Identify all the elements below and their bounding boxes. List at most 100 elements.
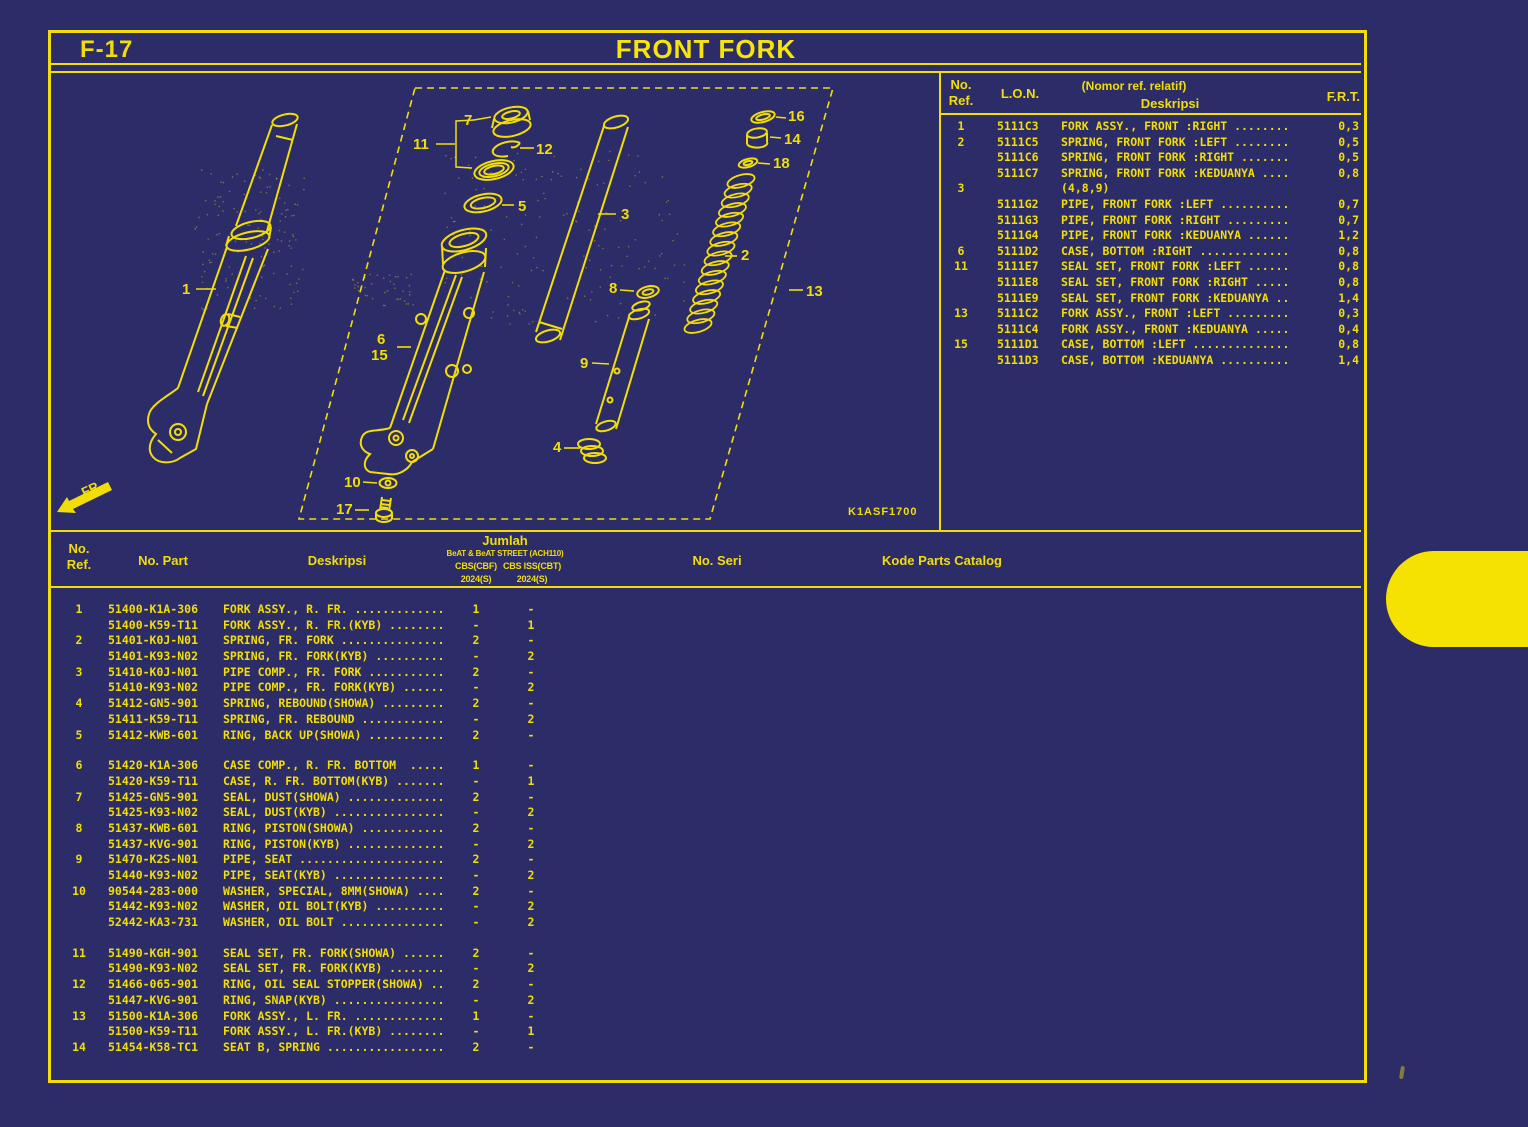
- ref-header-ref: Ref.: [948, 93, 974, 108]
- stipple-dot: [490, 317, 493, 319]
- stipple-dot: [658, 255, 661, 257]
- part-number-cell: 90544-283-000: [108, 883, 199, 898]
- qty-cbs-cell: 2: [472, 1039, 480, 1054]
- qty-cbs-iss-cell: -: [527, 883, 535, 898]
- stipple-dot: [575, 220, 578, 223]
- stipple-dot: [599, 269, 602, 271]
- stipple-dot: [303, 177, 306, 180]
- desc-cell: SEAL SET, FRONT FORK :LEFT ......: [1061, 259, 1290, 274]
- stipple-dot: [575, 176, 578, 179]
- description-cell: PIPE COMP., FR. FORK(KYB) ......: [223, 680, 445, 695]
- stipple-dot: [269, 185, 271, 188]
- stipple-dot: [483, 205, 486, 207]
- spring-coil: [726, 173, 756, 189]
- stipple-dot: [643, 266, 646, 268]
- fork-pipe-illustration: [534, 114, 630, 344]
- stipple-dot: [219, 196, 222, 198]
- part-number-cell: 51420-K1A-306: [108, 758, 199, 773]
- qty-cbs-cell: -: [472, 899, 480, 914]
- frt-cell: 0,5: [1338, 150, 1359, 165]
- description-cell: SPRING, FR. REBOUND ............: [223, 711, 445, 726]
- frt-cell: 0,7: [1338, 212, 1359, 227]
- parts-header-part: No. Part: [138, 553, 188, 568]
- part-number-cell: 51401-K93-N02: [108, 649, 199, 664]
- lon-cell: 5111G2: [997, 196, 1039, 211]
- part-number-cell: 51410-K0J-N01: [108, 664, 199, 679]
- qty-cbs-iss-cell: 1: [527, 617, 535, 632]
- stipple-dot: [513, 159, 515, 162]
- stipple-dot: [393, 283, 395, 285]
- callout-leader-14: [769, 136, 782, 139]
- stipple-dot: [560, 175, 563, 178]
- stipple-dot: [254, 209, 257, 211]
- ref-cell: [55, 993, 103, 1009]
- ref-cell: 4: [75, 696, 83, 711]
- stipple-dot: [483, 187, 485, 190]
- stipple-dot: [295, 282, 298, 285]
- description-cell: SEAL SET, FR. FORK(KYB) ........: [223, 961, 445, 976]
- lon-cell: 5111E7: [997, 259, 1039, 274]
- stipple-dot: [539, 150, 541, 153]
- qty-cbs-cell: 2: [472, 789, 480, 804]
- part-number-cell: 51425-GN5-901: [108, 789, 199, 804]
- frt-cell: 1,4: [1338, 352, 1359, 367]
- spring-coil: [703, 250, 733, 267]
- parts-header-year2: 2024(S): [516, 574, 548, 584]
- stipple-dot: [461, 256, 464, 259]
- stipple-dot: [218, 205, 221, 208]
- stipple-dot: [450, 216, 453, 219]
- stipple-dot: [407, 303, 410, 305]
- qty-cbs-cell: 2: [472, 945, 480, 960]
- frt-cell: 0,3: [1338, 306, 1359, 321]
- ref-cell: 10: [72, 883, 86, 898]
- qty-cbs-cell: -: [472, 711, 480, 726]
- stipple-dot: [596, 184, 599, 186]
- stipple-dot: [258, 212, 260, 215]
- stipple-dot: [198, 216, 200, 219]
- ref-cell: 6: [75, 758, 83, 773]
- description-cell: FORK ASSY., L. FR. .............: [223, 1008, 445, 1023]
- stipple-dot: [388, 274, 391, 276]
- stipple-dot: [394, 275, 397, 278]
- part-number-cell: 51412-KWB-601: [108, 727, 199, 742]
- stipple-dot: [369, 273, 371, 276]
- stipple-dot: [452, 220, 455, 223]
- stipple-dot: [453, 156, 456, 159]
- stipple-dot: [278, 229, 281, 232]
- stipple-dot: [588, 178, 590, 180]
- desc-cell: CASE, BOTTOM :LEFT ..............: [1061, 337, 1290, 352]
- qty-cbs-iss-cell: 2: [527, 711, 535, 726]
- stipple-dot: [245, 241, 248, 243]
- qty-cbs-cell: 2: [472, 977, 480, 992]
- desc-cell: SPRING, FRONT FORK :KEDUANYA ....: [1061, 165, 1290, 180]
- callout-15: 15: [371, 347, 388, 364]
- stipple-dot: [667, 199, 670, 202]
- stipple-dot: [201, 275, 203, 278]
- desc-cell: PIPE, FRONT FORK :RIGHT .........: [1061, 212, 1290, 227]
- stipple-dot: [264, 297, 267, 300]
- stipple-texture: [194, 150, 686, 325]
- stipple-dot: [524, 310, 526, 312]
- stipple-dot: [228, 190, 231, 193]
- stipple-dot: [268, 243, 270, 245]
- stipple-dot: [294, 203, 297, 206]
- part-number-cell: 51400-K59-T11: [108, 617, 199, 632]
- callout-18: 18: [773, 155, 790, 172]
- stipple-dot: [384, 304, 386, 307]
- stipple-dot: [276, 177, 278, 180]
- spring-coil: [689, 298, 719, 315]
- stipple-dot: [610, 264, 613, 267]
- description-cell: PIPE COMP., FR. FORK ...........: [223, 664, 445, 679]
- stipple-dot: [591, 291, 593, 293]
- spring-coil: [697, 269, 727, 286]
- qty-cbs-iss-cell: 2: [527, 805, 535, 820]
- side-tab[interactable]: [1386, 551, 1528, 647]
- stipple-dot: [661, 219, 663, 222]
